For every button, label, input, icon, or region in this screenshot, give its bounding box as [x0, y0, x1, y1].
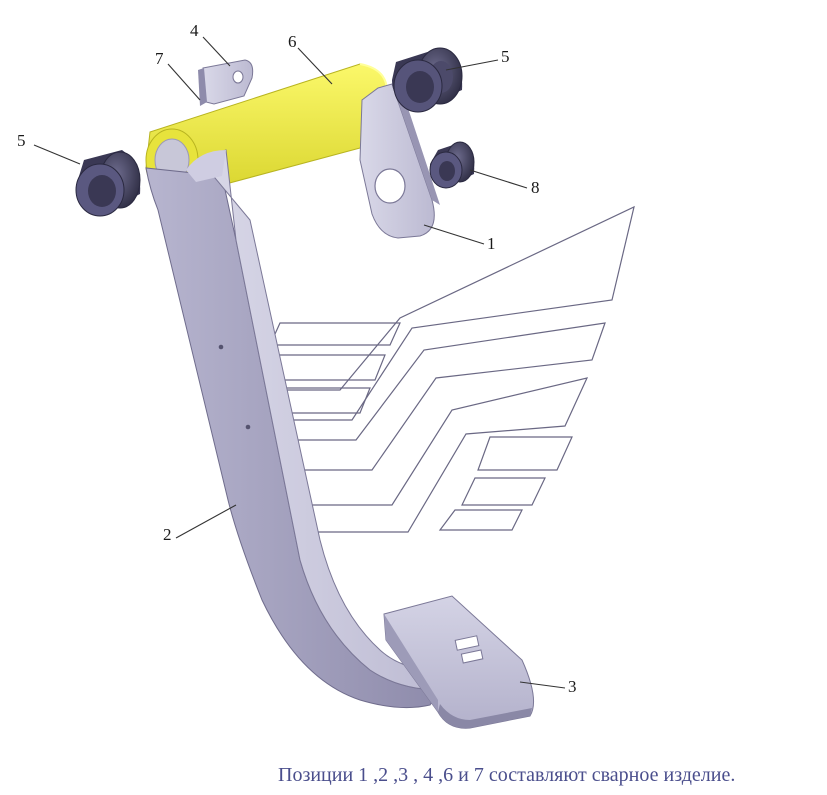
callout-5-right: 5 [501, 47, 510, 66]
callout-8: 8 [531, 178, 540, 197]
mounting-bracket [198, 59, 254, 106]
pedal-pad [383, 595, 535, 729]
callout-1: 1 [487, 234, 496, 253]
callout-7: 7 [155, 49, 164, 68]
callout-2: 2 [163, 525, 172, 544]
caption-text: Позиции 1 ,2 ,3 , 4 ,6 и 7 составляют св… [278, 764, 736, 786]
callout-3: 3 [568, 677, 577, 696]
bushing-right [392, 47, 463, 113]
callout-numbers: 4 7 6 5 5 8 1 2 3 [17, 21, 577, 696]
callout-5-left: 5 [17, 131, 26, 150]
bushing-left [75, 150, 141, 217]
callout-6: 6 [288, 32, 297, 51]
bushing-small [429, 141, 475, 189]
leader-lines [33, 36, 566, 689]
lever-plate [359, 83, 440, 239]
callout-4: 4 [190, 21, 199, 40]
